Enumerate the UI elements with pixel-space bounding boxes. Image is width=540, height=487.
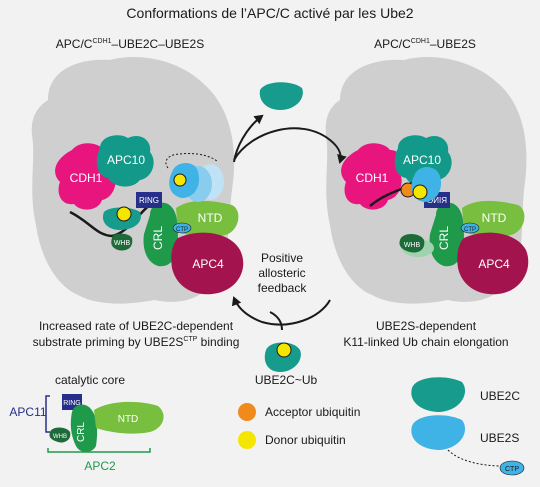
cdh1-label-left: CDH1 xyxy=(70,171,103,185)
substrate-chain-left xyxy=(69,198,157,238)
legend-acceptor-label: Acceptor ubiquitin xyxy=(265,405,360,419)
whb-domain-right xyxy=(399,234,425,253)
apc11-label: APC11 xyxy=(9,405,46,419)
left-apc-complex: CDH1 APC10 CRL NTD APC4 RING WHB CTP xyxy=(31,57,244,304)
legend-donor-swatch xyxy=(238,431,256,449)
core-ntd xyxy=(94,401,164,434)
core-ring-label: RING xyxy=(63,400,81,407)
catalytic-core-inset: catalytic core APC11 RING CRL NTD WHB AP… xyxy=(9,373,164,473)
legend: Acceptor ubiquitin Donor ubiquitin UBE2C… xyxy=(238,377,525,476)
legend-ctp-label: CTP xyxy=(505,466,519,473)
legend-ube2c-swatch xyxy=(411,377,466,412)
ring-domain-left xyxy=(136,192,162,208)
ring-label-right: RING xyxy=(427,196,447,205)
feedback-line2: allosteric xyxy=(258,266,305,280)
catalytic-core-title: catalytic core xyxy=(55,373,125,387)
apc2-label: APC2 xyxy=(84,459,116,473)
right-apc-complex: CDH1 APC10 CRL NTD APC4 RING WHB CTP xyxy=(325,57,529,304)
figure-title: Conformations de l’APC/C activé par les … xyxy=(126,5,413,21)
legend-ube2s-tail xyxy=(447,449,503,467)
legend-acceptor-swatch xyxy=(238,403,256,421)
core-ntd-label: NTD xyxy=(118,414,139,425)
right-caption-line2: K11-linked Ub chain elongation xyxy=(343,335,508,349)
ctp-tag-right xyxy=(460,222,480,234)
left-complex-label: APC/CCDH1–UBE2C–UBE2S xyxy=(56,37,204,51)
right-caption-line1: UBE2S-dependent xyxy=(376,319,477,333)
crl-subunit-right xyxy=(429,202,464,267)
legend-ube2s-swatch xyxy=(411,415,466,450)
apc2-bracket xyxy=(47,448,151,453)
feedback-line1: Positive xyxy=(261,251,303,265)
center-cycle: UBE2C~Ub Positive allosteric feedback xyxy=(231,82,347,387)
apc4-label-left: APC4 xyxy=(192,257,224,271)
crl-label-left: CRL xyxy=(151,226,165,250)
apc10-label-left: APC10 xyxy=(107,153,145,167)
ntd-label-right: NTD xyxy=(482,211,507,225)
donor-ubiquitin-left xyxy=(116,206,132,222)
ube2c-ub-label: UBE2C~Ub xyxy=(255,373,318,387)
ntd-subunit-left xyxy=(176,200,239,238)
apc11-bracket xyxy=(45,395,50,433)
cdh1-label-right: CDH1 xyxy=(356,171,389,185)
cycle-arrow-top xyxy=(233,127,347,164)
left-caption-line1: Increased rate of UBE2C-dependent xyxy=(39,319,234,333)
ctp-label-right: CTP xyxy=(464,227,476,233)
ube2s-ubiquitin-left xyxy=(173,173,187,187)
whb-label-left: WHB xyxy=(114,240,131,247)
crl-label-right: CRL xyxy=(437,226,451,250)
legend-ube2s-label: UBE2S xyxy=(480,431,519,445)
core-crl-label: CRL xyxy=(76,422,87,442)
legend-ube2c-label: UBE2C xyxy=(480,389,520,403)
ring-label-left: RING xyxy=(139,196,159,205)
ctp-tag-left xyxy=(172,222,192,234)
right-complex-label: APC/CCDH1–UBE2S xyxy=(374,37,476,51)
core-whb xyxy=(49,427,71,443)
left-caption-line2: substrate priming by UBE2SCTP binding xyxy=(33,335,240,349)
cycle-arrow-bottom xyxy=(231,296,331,326)
incoming-arrow xyxy=(269,311,283,331)
core-crl xyxy=(70,404,98,452)
legend-ctp-tag xyxy=(499,460,525,476)
incoming-donor-ubiquitin xyxy=(276,342,292,358)
ctp-label-left: CTP xyxy=(176,227,188,233)
apc10-subunit-left xyxy=(96,135,154,187)
whb-domain-left xyxy=(111,233,133,251)
ntd-label-left: NTD xyxy=(198,211,223,225)
whb-label-right: WHB xyxy=(404,242,421,249)
feedback-line3: feedback xyxy=(258,281,308,295)
apc4-label-right: APC4 xyxy=(478,257,510,271)
apc10-label-right: APC10 xyxy=(403,153,441,167)
crl-subunit-left xyxy=(143,202,178,267)
core-whb-label: WHB xyxy=(53,434,67,440)
legend-donor-label: Donor ubiquitin xyxy=(265,433,346,447)
apc4-subunit-left xyxy=(171,232,244,295)
donor-ubiquitin-right xyxy=(412,184,428,200)
released-ube2c xyxy=(259,82,303,110)
cdh1-subunit-right xyxy=(341,143,402,210)
apc4-subunit-right xyxy=(457,232,529,295)
